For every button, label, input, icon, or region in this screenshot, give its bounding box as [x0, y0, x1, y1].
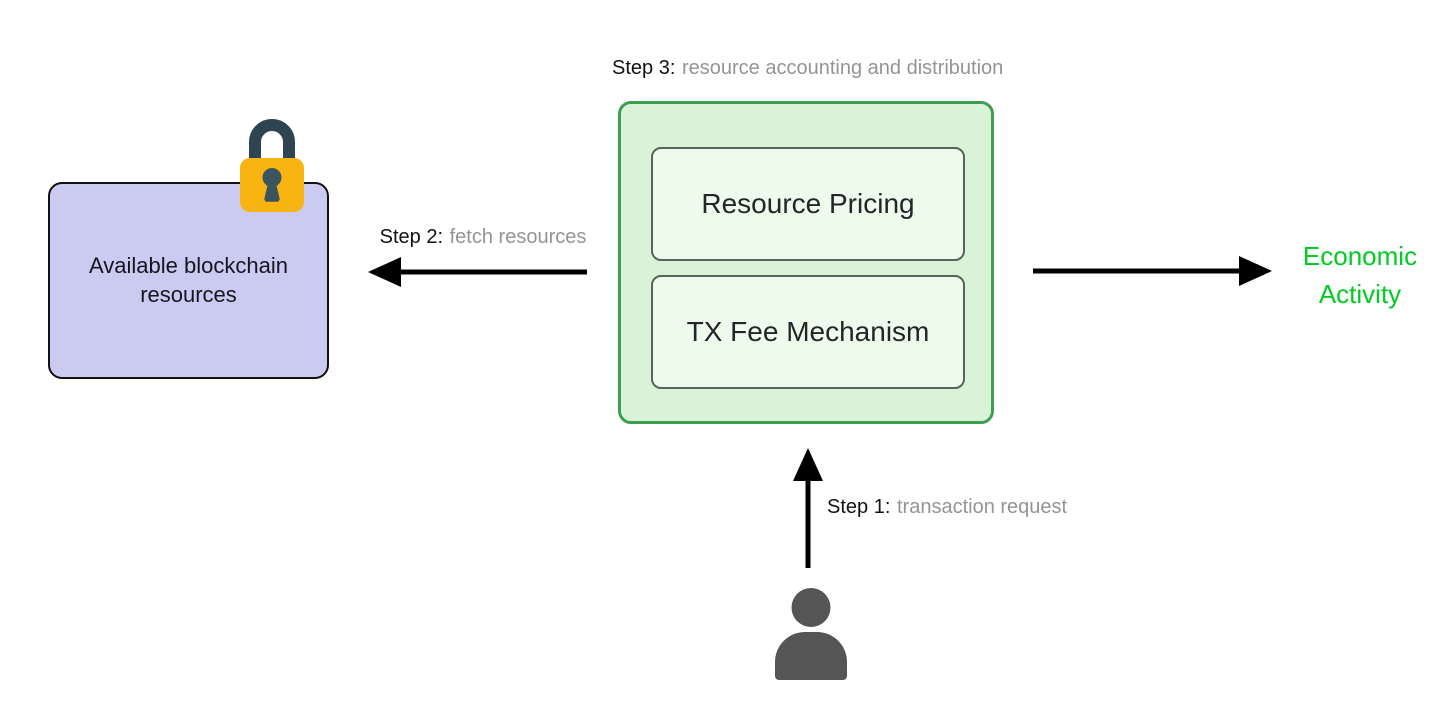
step3-text: resource accounting and distribution	[681, 57, 1004, 79]
arrow-up-icon	[793, 448, 823, 568]
step3-prefix: Step 3:	[612, 57, 676, 79]
resource-pricing-box: Resource Pricing	[651, 147, 965, 261]
economic-activity-label: Economic Activity	[1302, 241, 1418, 309]
step1-label: Step 1:transaction request	[827, 496, 1067, 519]
tx-fee-mechanism-box: TX Fee Mechanism	[651, 275, 965, 389]
person-icon	[775, 588, 847, 680]
step2-text: fetch resources	[449, 226, 587, 248]
resource-accounting-node: Resource Pricing TX Fee Mechanism	[618, 101, 994, 424]
arrow-left-icon	[368, 257, 587, 287]
lock-icon	[240, 119, 304, 212]
step2-label: Step 2:fetch resources	[353, 226, 613, 249]
resource-pricing-label: Resource Pricing	[701, 188, 915, 219]
arrow-right-icon	[1033, 256, 1272, 286]
available-resources-label: Available blockchain resources	[89, 252, 288, 307]
available-resources-node: Available blockchain resources	[48, 182, 329, 379]
step1-prefix: Step 1:	[827, 496, 891, 518]
step2-prefix: Step 2:	[379, 226, 444, 248]
step1-text: transaction request	[896, 496, 1068, 518]
step3-label: Step 3:resource accounting and distribut…	[612, 57, 1003, 80]
tx-fee-mechanism-label: TX Fee Mechanism	[686, 316, 930, 347]
